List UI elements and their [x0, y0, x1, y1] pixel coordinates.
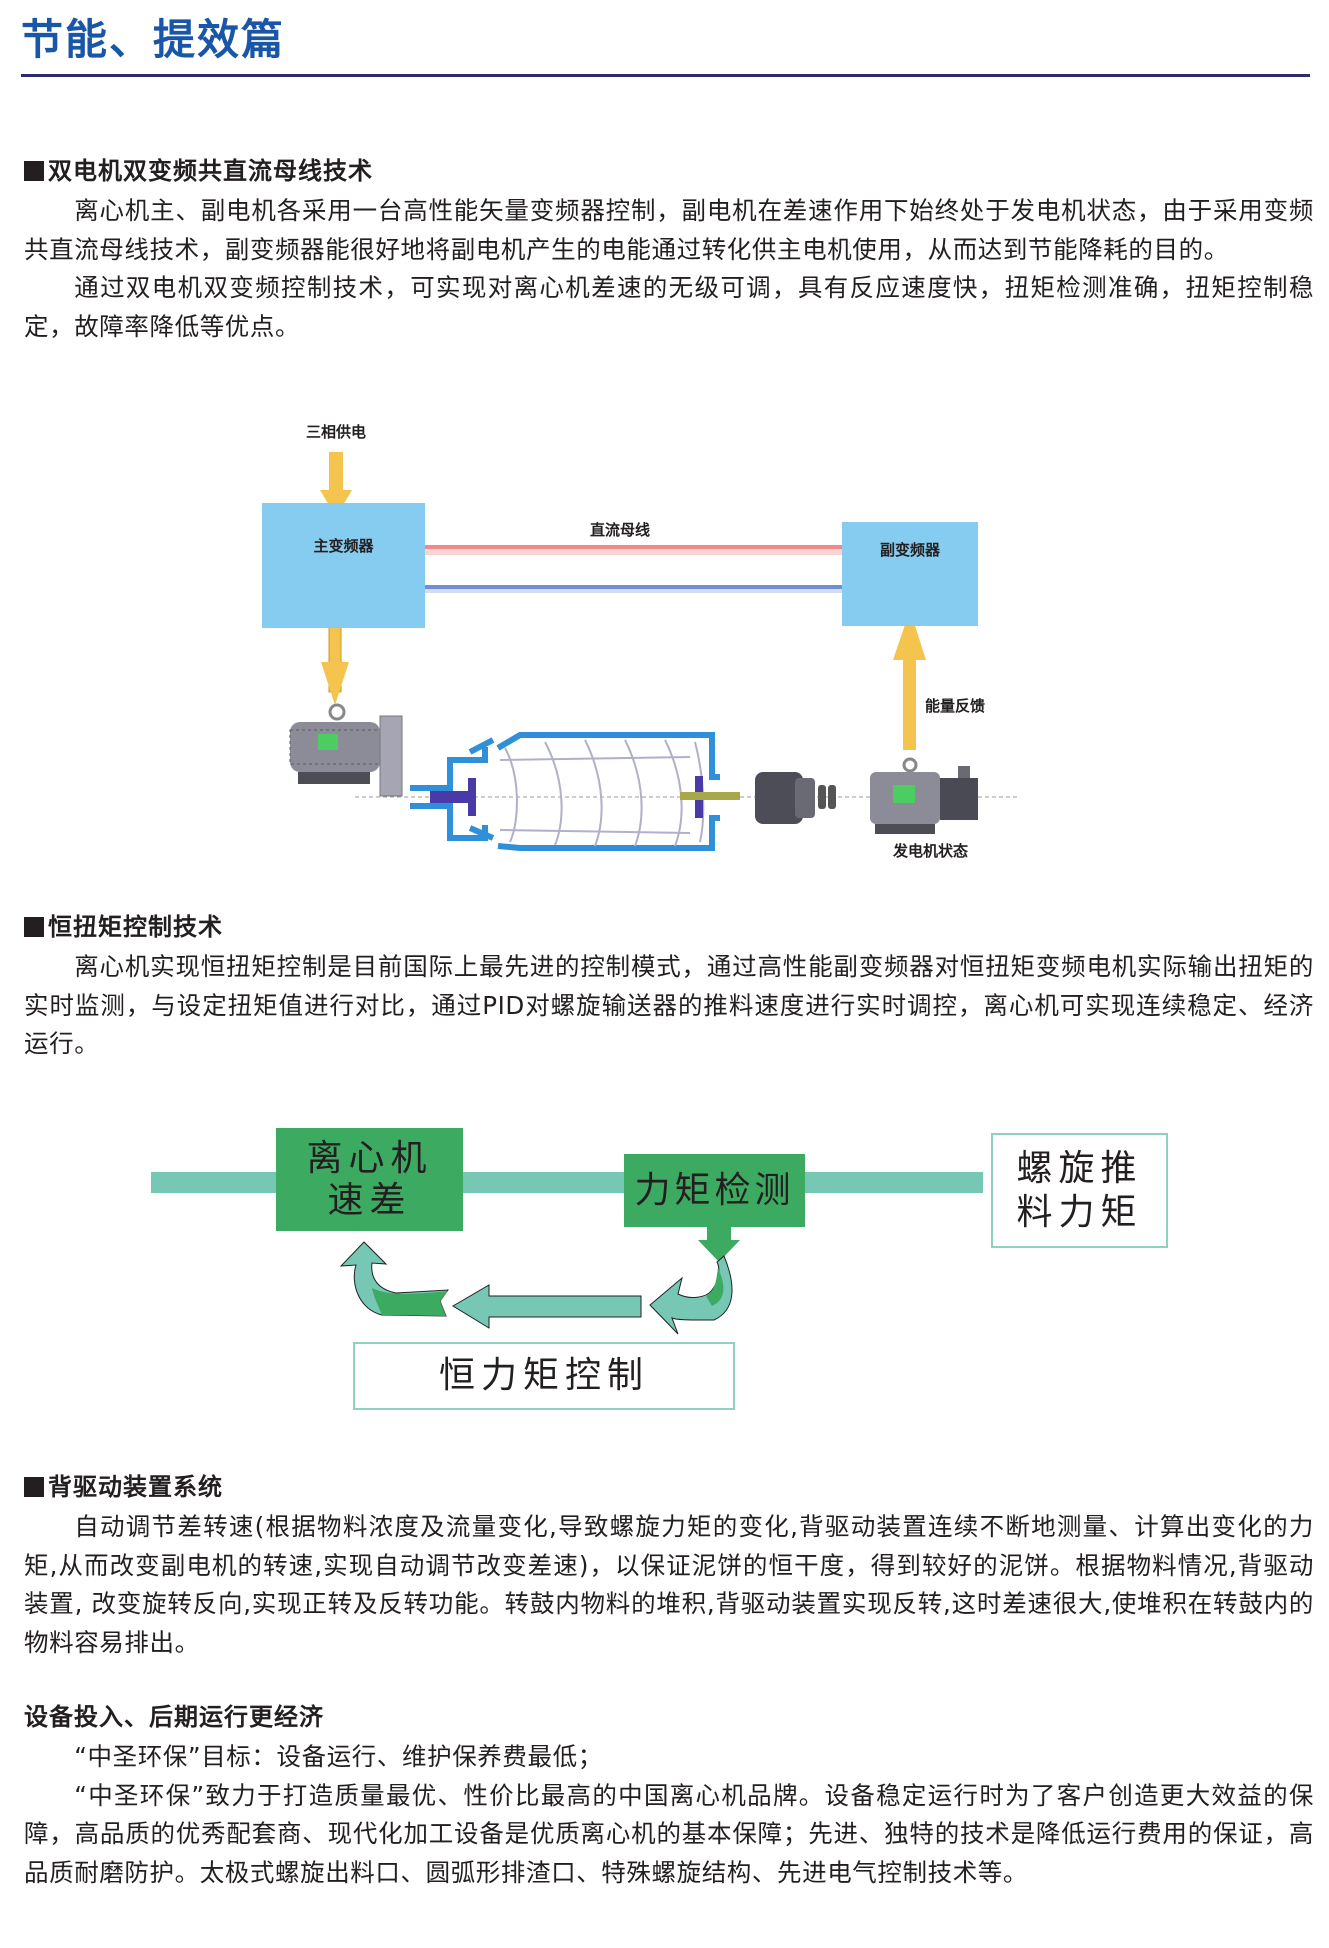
dc-bus-negative-line: [425, 585, 842, 593]
centrifuge-bowl-icon: [410, 732, 720, 851]
paragraph: 离心机主、副电机各采用一台高性能矢量变频器控制，副电机在差速作用下始终处于发电机…: [24, 196, 1314, 264]
section-heading-economy: 设备投入、后期运行更经济: [24, 1702, 324, 1732]
generator-label: 发电机状态: [893, 842, 969, 860]
dc-bus-positive-line: [425, 545, 842, 555]
speed-diff-line: 速差: [327, 1179, 412, 1221]
torque-loop-arrows: [339, 1227, 740, 1335]
feed-hub-icon: [430, 791, 470, 803]
section-heading-text: 设备投入、后期运行更经济: [24, 1703, 324, 1731]
paragraph: 自动调节差转速(根据物料浓度及流量变化,导致螺旋力矩的变化,背驱动装置连续不断地…: [24, 1512, 1314, 1658]
torque-detect-box: 力矩检测: [624, 1154, 805, 1227]
gearbox-icon: [755, 772, 836, 824]
paragraph: 通过双电机双变频控制技术，可实现对离心机差速的无级可调，具有反应速度快，扭矩检测…: [24, 273, 1314, 342]
left-arrow-icon: [452, 1284, 642, 1329]
section-heading-text: 恒扭矩控制技术: [48, 913, 223, 941]
screw-torque-box: 螺旋推 料力矩: [991, 1133, 1168, 1248]
aux-vfd-box: 副变频器: [842, 522, 978, 626]
section-body-constant-torque: 离心机实现恒扭矩控制是目前国际上最先进的控制模式，通过高性能副变频器对恒扭矩变频…: [24, 948, 1314, 1064]
constant-torque-box: 恒力矩控制: [353, 1342, 735, 1410]
square-bullet-icon: [24, 917, 44, 937]
section-body-dc-bus: 离心机主、副电机各采用一台高性能矢量变频器控制，副电机在差速作用下始终处于发电机…: [24, 192, 1314, 347]
screw-torque-line: 料力矩: [1016, 1191, 1143, 1233]
section-heading-dc-bus: 双电机双变频共直流母线技术: [24, 156, 373, 186]
section-heading-text: 背驱动装置系统: [48, 1473, 223, 1501]
supply-label: 三相供电: [306, 423, 367, 441]
feedback-label: 能量反馈: [925, 697, 986, 715]
main-vfd-label: 主变频器: [313, 537, 374, 555]
dc-bus-label: 直流母线: [590, 521, 651, 539]
speed-diff-box: 离心机 速差: [276, 1128, 463, 1231]
main-motor-icon: [289, 703, 403, 797]
diagram-arrows: [289, 452, 1020, 851]
speed-diff-line: 离心机: [306, 1137, 433, 1179]
main-vfd-box: 主变频器: [262, 503, 425, 628]
square-bullet-icon: [24, 1477, 44, 1497]
section-body-economy: “中圣环保”目标：设备运行、维护保养费最低； “中圣环保”致力于打造质量最优、性…: [24, 1738, 1314, 1893]
screw-torque-line: 螺旋推: [1016, 1147, 1143, 1189]
section-heading-text: 双电机双变频共直流母线技术: [48, 157, 373, 185]
title-divider: [21, 74, 1310, 77]
output-shaft-icon: [680, 792, 740, 800]
square-bullet-icon: [24, 161, 44, 181]
page-title: 节能、提效篇: [21, 15, 286, 64]
paragraph: “中圣环保”致力于打造质量最优、性价比最高的中国离心机品牌。设备稳定运行时为了客…: [24, 1780, 1314, 1888]
paragraph: “中圣环保”目标：设备运行、维护保养费最低；: [74, 1742, 603, 1771]
feedback-arrow-icon: [893, 610, 926, 750]
down-arrow-icon: [698, 1227, 740, 1262]
section-heading-back-drive: 背驱动装置系统: [24, 1472, 223, 1502]
aux-vfd-label: 副变频器: [879, 540, 940, 559]
aux-motor-icon: [870, 757, 978, 834]
section-body-back-drive: 自动调节差转速(根据物料浓度及流量变化,导致螺旋力矩的变化,背驱动装置连续不断地…: [24, 1508, 1314, 1663]
paragraph: 离心机实现恒扭矩控制是目前国际上最先进的控制模式，通过高性能副变频器对恒扭矩变频…: [24, 952, 1314, 1059]
section-heading-constant-torque: 恒扭矩控制技术: [24, 912, 223, 942]
